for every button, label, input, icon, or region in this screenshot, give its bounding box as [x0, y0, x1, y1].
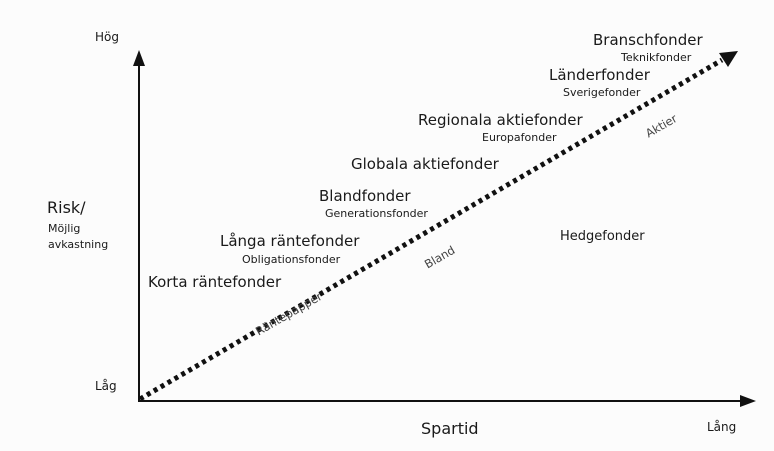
example-obligationsfonder: Obligationsfonder	[242, 253, 341, 266]
x-axis-arrowhead	[740, 395, 756, 407]
y-axis-subtitle-line1: Möjlig	[48, 222, 81, 235]
example-teknikfonder: Teknikfonder	[621, 51, 692, 64]
example-generationsfonder: Generationsfonder	[325, 207, 428, 220]
example-europafonder: Europafonder	[482, 131, 557, 144]
category-landerfonder: Länderfonder	[549, 66, 650, 84]
x-axis-title: Spartid	[421, 419, 479, 438]
category-blandfonder: Blandfonder	[319, 187, 411, 205]
y-axis-bottom-label: Låg	[95, 379, 117, 393]
y-axis-subtitle-line2: avkastning	[48, 238, 109, 251]
category-korta-rantefonder: Korta räntefonder	[148, 273, 282, 291]
category-regionala-aktiefonder: Regionala aktiefonder	[418, 111, 583, 129]
diagonal-arrowhead	[719, 51, 738, 67]
category-globala-aktiefonder: Globala aktiefonder	[351, 155, 499, 173]
category-langa-rantefonder: Långa räntefonder	[220, 232, 360, 250]
category-hedgefonder: Hedgefonder	[560, 229, 645, 244]
diagonal-dotted-arrow	[138, 57, 724, 402]
y-axis-top-label: Hög	[95, 30, 119, 44]
x-axis-right-label: Lång	[707, 420, 737, 434]
category-branschfonder: Branschfonder	[593, 31, 703, 49]
y-axis-arrowhead	[133, 50, 145, 66]
example-sverigefonder: Sverigefonder	[563, 86, 641, 99]
y-axis-title: Risk/	[47, 198, 86, 217]
